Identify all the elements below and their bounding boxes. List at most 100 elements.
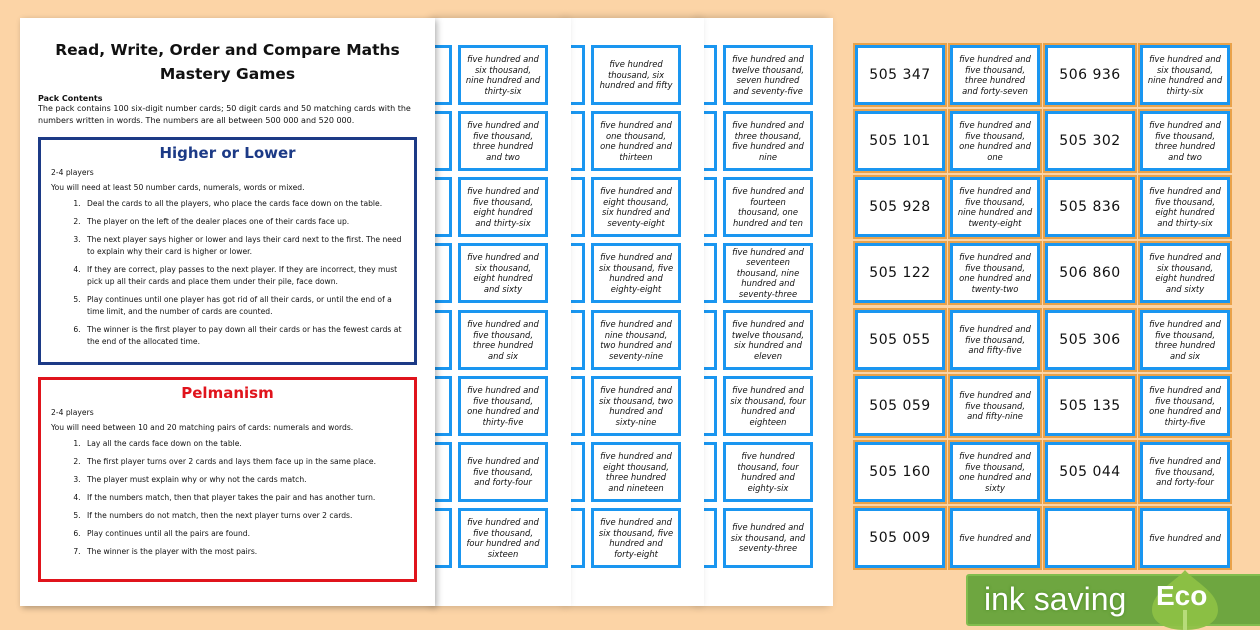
word-card: five hundred and one thousand, one hundr… [591,111,681,171]
card-page: five hundred thousand, six hundred and f… [568,18,704,606]
step-item: The player on the left of the dealer pla… [83,216,404,228]
step-item: The next player says higher or lower and… [83,234,404,258]
word-card: five hundred and six thousand, eight hun… [458,243,548,303]
eco-leaf-icon: Eco [1150,570,1220,630]
number-card: 505 044 [1045,442,1135,502]
number-card: 506 936 [1045,45,1135,105]
word-card: five hundred and [1140,508,1230,568]
word-card: five hundred and five thousand, one hund… [458,376,548,436]
card-stub [568,310,585,370]
word-card: five hundred and five thousand, and fift… [950,376,1040,436]
card-stub [568,177,585,237]
word-card: five hundred and five thousand, eight hu… [1140,177,1230,237]
number-card: 505 302 [1045,111,1135,171]
players: 2-4 players [51,408,94,417]
card-stub [700,442,717,502]
card-stub [700,508,717,568]
step-item: If they are correct, play passes to the … [83,264,404,288]
card-stub [568,243,585,303]
higher-or-lower-title: Higher or Lower [159,144,296,162]
word-card: five hundred and twelve thousand, seven … [723,45,813,105]
card-stub [435,442,452,502]
number-card: 505 101 [855,111,945,171]
card-stub [568,111,585,171]
steps-list: Lay all the cards face down on the table… [51,438,404,558]
higher-or-lower-box: Higher or Lower 2-4 players You will nee… [38,137,417,365]
pack-contents-heading: Pack Contents [38,94,103,103]
number-card: 505 347 [855,45,945,105]
word-card: five hundred and five thousand, three hu… [950,45,1040,105]
word-card: five hundred and fourteen thousand, one … [723,177,813,237]
card-stub [568,45,585,105]
title-line-1: Read, Write, Order and Compare Maths [55,41,400,59]
card-page: five hundred and six thousand, nine hund… [435,18,571,606]
card-stub [568,508,585,568]
word-card: five hundred and five thousand, one hund… [950,243,1040,303]
word-card: five hundred and five thousand, three hu… [458,111,548,171]
card-stub [435,243,452,303]
number-card [1045,508,1135,568]
card-stub [435,111,452,171]
number-card: 505 122 [855,243,945,303]
word-card: five hundred and five thousand, one hund… [950,442,1040,502]
number-card: 505 135 [1045,376,1135,436]
word-card: five hundred and [950,508,1040,568]
word-card: five hundred and six thousand, four hund… [723,376,813,436]
word-card: five hundred and six thousand, nine hund… [1140,45,1230,105]
number-card: 505 160 [855,442,945,502]
ink-saving-label: ink saving [984,581,1127,617]
word-card: five hundred and three thousand, five hu… [723,111,813,171]
card-stub [568,376,585,436]
word-card: five hundred and five thousand, one hund… [950,111,1040,171]
step-item: If the numbers do not match, then the ne… [83,510,404,522]
card-stub [435,45,452,105]
word-card: five hundred and five thousand, and fort… [458,442,548,502]
card-stub [700,376,717,436]
number-card: 505 836 [1045,177,1135,237]
card-stub [700,243,717,303]
step-item: Play continues until all the pairs are f… [83,528,404,540]
number-card: 505 059 [855,376,945,436]
step-item: Lay all the cards face down on the table… [83,438,404,450]
pelmanism-box: Pelmanism 2-4 players You will need betw… [38,377,417,582]
word-card: five hundred thousand, six hundred and f… [591,45,681,105]
card-stub [700,177,717,237]
title-line-2: Mastery Games [159,65,296,83]
word-card: five hundred and seventeen thousand, nin… [723,243,813,303]
card-stub [568,442,585,502]
card-page: five hundred and twelve thousand, seven … [700,18,833,606]
card-stub [435,177,452,237]
card-stub [435,310,452,370]
word-card: five hundred and five thousand, nine hun… [950,177,1040,237]
number-card: 505 055 [855,310,945,370]
word-card: five hundred and five thousand, eight hu… [458,177,548,237]
step-item: Play continues until one player has got … [83,294,404,318]
word-card: five hundred and five thousand, three hu… [458,310,548,370]
word-card: five hundred and five thousand, four hun… [458,508,548,568]
step-item: The player must explain why or why not t… [83,474,404,486]
requirements: You will need between 10 and 20 matching… [51,423,354,432]
word-card: five hundred and five thousand, and fort… [1140,442,1230,502]
card-stub [700,310,717,370]
players: 2-4 players [51,168,94,177]
word-card: five hundred and six thousand, two hundr… [591,376,681,436]
requirements: You will need at least 50 number cards, … [51,183,305,192]
word-card: five hundred thousand, four hundred and … [723,442,813,502]
step-item: The first player turns over 2 cards and … [83,456,404,468]
card-stub [435,376,452,436]
number-card: 505 009 [855,508,945,568]
eco-label: Eco [1156,580,1208,611]
word-card: five hundred and six thousand, nine hund… [458,45,548,105]
pack-contents-text: The pack contains 100 six-digit number c… [38,104,411,125]
word-card: five hundred and twelve thousand, six hu… [723,310,813,370]
number-card: 506 860 [1045,243,1135,303]
steps-list: Deal the cards to all the players, who p… [51,198,404,348]
word-card: five hundred and five thousand, three hu… [1140,310,1230,370]
word-card: five hundred and six thousand, five hund… [591,508,681,568]
step-item: If the numbers match, then that player t… [83,492,404,504]
word-card: five hundred and six thousand, and seven… [723,508,813,568]
card-stub [700,45,717,105]
word-card: five hundred and five thousand, one hund… [1140,376,1230,436]
